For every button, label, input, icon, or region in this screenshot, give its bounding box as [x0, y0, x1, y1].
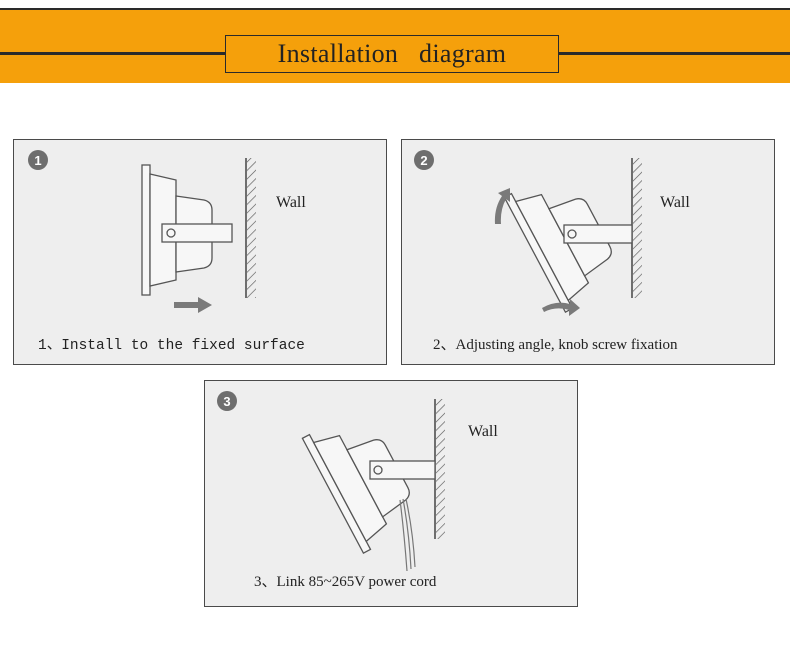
page-title: Installation diagram	[225, 35, 559, 73]
step-1-illustration	[141, 158, 256, 313]
step-2-caption: 2、Adjusting angle, knob screw fixation	[433, 337, 678, 353]
step-1-badge: 1	[28, 150, 48, 170]
rotate-down-arrow-icon	[542, 299, 580, 316]
power-cord-icon	[399, 498, 416, 572]
banner-line-left	[0, 52, 225, 55]
step-3-illustration	[301, 399, 445, 572]
step-2-illustration	[494, 158, 642, 316]
banner-line-right	[559, 52, 790, 55]
step-2-panel: 2 Wall 2、Adjusting angle, knob screw fix…	[401, 139, 775, 365]
step-3-badge: 3	[217, 391, 237, 411]
step-3-wall-label: Wall	[468, 423, 498, 440]
wall-icon	[245, 158, 256, 298]
floodlight-icon	[141, 164, 233, 296]
bracket-icon	[369, 460, 436, 480]
bracket-icon	[563, 224, 633, 244]
rotate-up-arrow-icon	[494, 188, 510, 224]
step-1-caption: 1、Install to the fixed surface	[38, 338, 305, 354]
step-3-caption: 3、Link 85~265V power cord	[254, 574, 437, 590]
step-1-wall-label: Wall	[276, 194, 306, 211]
step-3-panel: 3 Wall 3、Link 85~265V power cord	[204, 380, 578, 607]
header-banner: Installation diagram	[0, 8, 790, 83]
wall-icon	[434, 399, 445, 539]
step-2-badge: 2	[414, 150, 434, 170]
arrow-right-icon	[174, 297, 212, 313]
wall-icon	[631, 158, 642, 298]
step-2-wall-label: Wall	[660, 194, 690, 211]
step-1-panel: 1 Wall 1、Install to the fixed surface	[13, 139, 387, 365]
